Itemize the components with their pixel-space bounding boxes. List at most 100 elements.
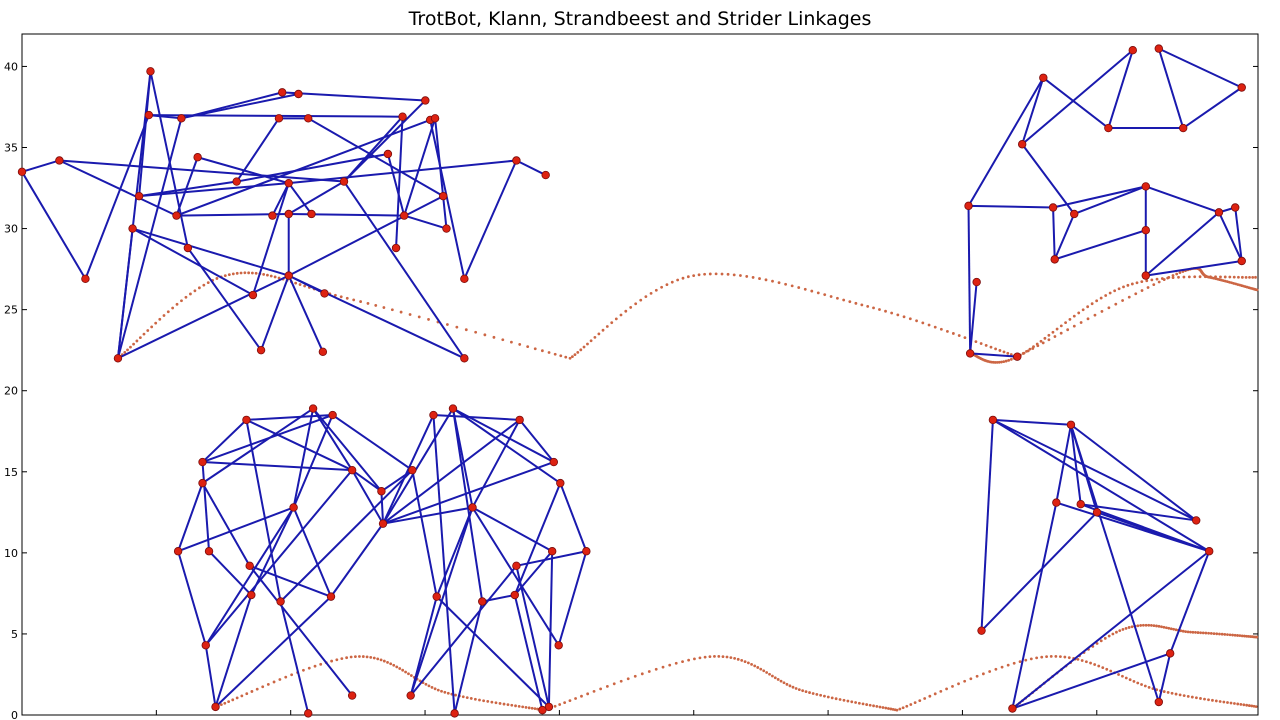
link-bar xyxy=(214,595,332,708)
trace-dot xyxy=(908,317,912,321)
trace-dot xyxy=(857,701,861,705)
trace-dot xyxy=(345,296,349,300)
trace-dot xyxy=(278,678,282,681)
trace-dot xyxy=(1035,342,1039,346)
trace-dot xyxy=(358,655,361,658)
trace-dot xyxy=(939,327,943,331)
joint-point xyxy=(1141,182,1150,191)
trace-dot xyxy=(963,336,967,340)
link-bar xyxy=(288,212,405,217)
y-tick-label: 5 xyxy=(11,628,18,641)
link-bar xyxy=(432,414,456,714)
trace-dot xyxy=(610,321,614,325)
trace-dot xyxy=(369,655,373,659)
joint-point xyxy=(448,404,458,413)
trace-dot xyxy=(135,339,139,343)
trace-dot xyxy=(227,700,231,703)
trace-dot xyxy=(372,656,376,660)
trace-dot xyxy=(634,302,638,306)
link-bar xyxy=(312,407,383,492)
trace-dot xyxy=(979,342,983,345)
link-bar xyxy=(214,594,253,708)
trace-dot xyxy=(1186,630,1190,634)
link-bar xyxy=(251,182,290,296)
trace-dot xyxy=(580,694,583,698)
trace-dot xyxy=(725,655,729,659)
trace-dot xyxy=(568,699,572,703)
y-tick-label: 25 xyxy=(4,304,18,317)
trace-dot xyxy=(750,662,753,666)
joint-point xyxy=(183,243,193,253)
trace-dot xyxy=(797,688,801,692)
trace-dot xyxy=(1194,631,1197,634)
link-bar xyxy=(1145,211,1220,277)
trace-dot xyxy=(654,667,658,671)
trace-dot xyxy=(865,703,869,706)
trace-dot xyxy=(928,694,932,698)
trace-dot xyxy=(465,696,469,700)
link-bar xyxy=(472,506,553,553)
trace-dot xyxy=(790,284,794,288)
trace-dot xyxy=(473,697,477,701)
trace-dot xyxy=(593,335,597,339)
trace-dot xyxy=(1090,302,1094,306)
joint-point xyxy=(294,89,303,99)
link-bar xyxy=(403,118,437,216)
trace-dot xyxy=(974,340,978,344)
link-bar xyxy=(451,408,484,602)
link-bar xyxy=(132,227,254,296)
trace-dot xyxy=(923,697,927,700)
trace-dot xyxy=(1121,628,1125,631)
trace-dot xyxy=(779,679,783,683)
trace-dot xyxy=(1207,631,1210,635)
trace-dot xyxy=(1095,299,1099,303)
link-bar xyxy=(208,550,253,596)
trace-dot xyxy=(1171,276,1175,280)
joint-point xyxy=(256,345,266,355)
trace-dot xyxy=(765,671,769,674)
link-bar xyxy=(1021,77,1045,145)
trace-dot xyxy=(1215,632,1219,636)
joint-point xyxy=(284,209,293,219)
trace-dot xyxy=(409,674,413,677)
trace-dot xyxy=(660,285,664,289)
joint-point xyxy=(339,177,349,186)
trace-dot xyxy=(984,343,988,347)
trace-dot xyxy=(162,314,166,317)
trace-dot xyxy=(1053,335,1057,338)
trace-dot xyxy=(1233,633,1237,637)
trace-dot xyxy=(361,655,365,658)
trace-dot xyxy=(751,276,755,279)
trace-dot xyxy=(1207,698,1210,702)
link-bar xyxy=(435,507,474,598)
trace-dot xyxy=(1250,704,1254,708)
trace-dot xyxy=(804,690,808,694)
trace-dot xyxy=(895,708,899,712)
joint-point xyxy=(198,457,207,467)
link-bar xyxy=(382,408,454,525)
link-bar xyxy=(1157,48,1185,129)
link-bar xyxy=(463,160,518,280)
trace-dot xyxy=(1122,285,1125,289)
trace-dot xyxy=(340,657,344,661)
linkage-links xyxy=(967,47,1243,358)
trace-dot xyxy=(717,654,721,658)
trace-dot xyxy=(1190,695,1194,699)
trace-dot xyxy=(273,275,277,279)
joint-point xyxy=(128,224,137,233)
trace-dot xyxy=(633,674,637,678)
trace-dot xyxy=(235,271,239,275)
trace-dot xyxy=(1223,633,1227,636)
trace-dot xyxy=(1152,283,1156,287)
link-bar xyxy=(288,274,325,295)
link-bar xyxy=(59,159,345,183)
trace-dot xyxy=(440,689,443,693)
trace-dot xyxy=(490,700,494,704)
trace-dot xyxy=(887,707,890,710)
trace-dot xyxy=(1178,693,1182,697)
trace-dot xyxy=(1035,656,1039,660)
trace-dot xyxy=(303,284,307,288)
trace-dot xyxy=(1072,314,1076,318)
joint-point xyxy=(284,271,293,280)
trace-dot xyxy=(1115,630,1118,634)
